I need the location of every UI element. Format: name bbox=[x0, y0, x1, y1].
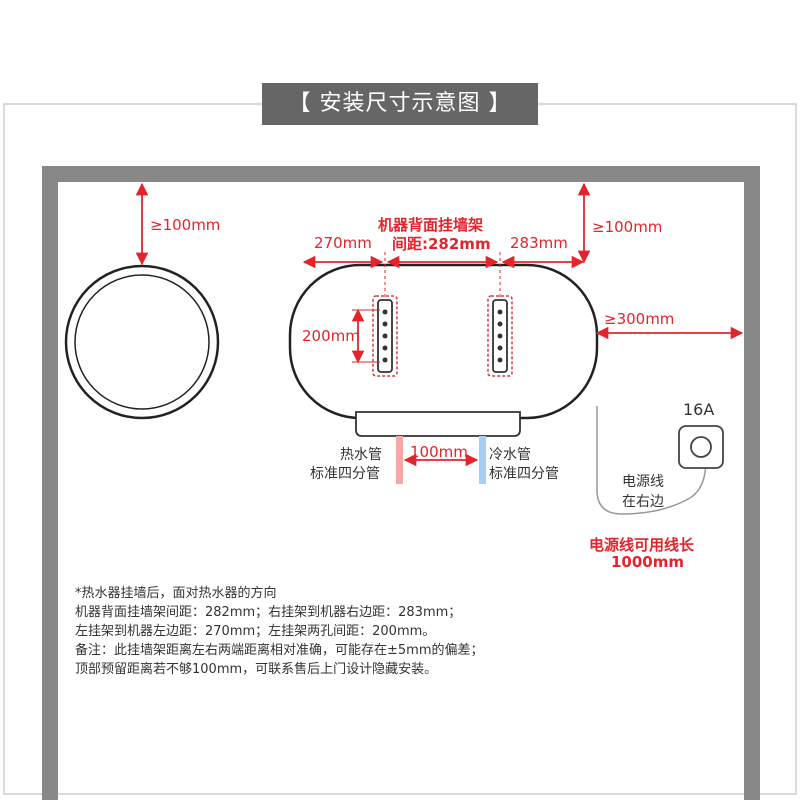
pipe-spacing-label: 100mm bbox=[410, 443, 468, 461]
note-line-5: 顶部预留距离若不够100mm，可联系售后上门设计隐藏安装。 bbox=[75, 662, 438, 677]
note-line-3: 左挂架到机器左边距：270mm；左挂架两孔间距：200mm。 bbox=[75, 624, 436, 639]
cold-pipe bbox=[479, 436, 486, 484]
bracket-title-line2: 间距:282mm bbox=[392, 235, 491, 253]
cord-length-line1: 电源线可用线长 bbox=[589, 536, 695, 554]
top-clearance-right-label: ≥100mm bbox=[592, 218, 663, 236]
wall-outline bbox=[42, 166, 760, 800]
tank-side-outer bbox=[64, 264, 220, 420]
cold-pipe-label-line1: 冷水管 bbox=[489, 447, 531, 463]
control-panel bbox=[355, 411, 521, 437]
note-line-1: *热水器挂墙后，面对热水器的方向 bbox=[75, 586, 277, 601]
diagram-title: 【 安装尺寸示意图 】 bbox=[262, 83, 538, 125]
left-bracket bbox=[372, 295, 398, 377]
installation-notes: *热水器挂墙后，面对热水器的方向 机器背面挂墙架间距：282mm；右挂架到机器右… bbox=[75, 584, 675, 679]
cold-pipe-label-line2: 标准四分管 bbox=[489, 466, 559, 482]
cord-length-line2: 1000mm bbox=[611, 553, 685, 571]
bracket-title-line1: 机器背面挂墙架 bbox=[378, 216, 484, 234]
hot-pipe bbox=[396, 436, 403, 484]
right-distance-label: 283mm bbox=[510, 234, 568, 252]
cord-side-line1: 电源线 bbox=[622, 474, 664, 490]
power-cord bbox=[596, 406, 707, 515]
note-line-4: 备注：此挂墙架距离左右两端距离相对准确，可能存在±5mm的偏差； bbox=[75, 643, 484, 658]
right-bracket bbox=[487, 295, 513, 377]
left-distance-label: 270mm bbox=[314, 234, 372, 252]
hot-pipe-label-line1: 热水管 bbox=[340, 447, 382, 463]
right-clearance-label: ≥300mm bbox=[604, 310, 675, 328]
socket-rating-label: 16A bbox=[683, 400, 715, 419]
hot-pipe-label-line2: 标准四分管 bbox=[310, 466, 380, 482]
hole-spacing-label: 200mm bbox=[302, 327, 360, 345]
note-line-2: 机器背面挂墙架间距：282mm；右挂架到机器右边距：283mm； bbox=[75, 605, 462, 620]
cord-side-line2: 在右边 bbox=[622, 494, 664, 510]
top-clearance-left-label: ≥100mm bbox=[150, 216, 221, 234]
socket-hole bbox=[690, 436, 712, 458]
tank-side-inner bbox=[74, 274, 210, 410]
